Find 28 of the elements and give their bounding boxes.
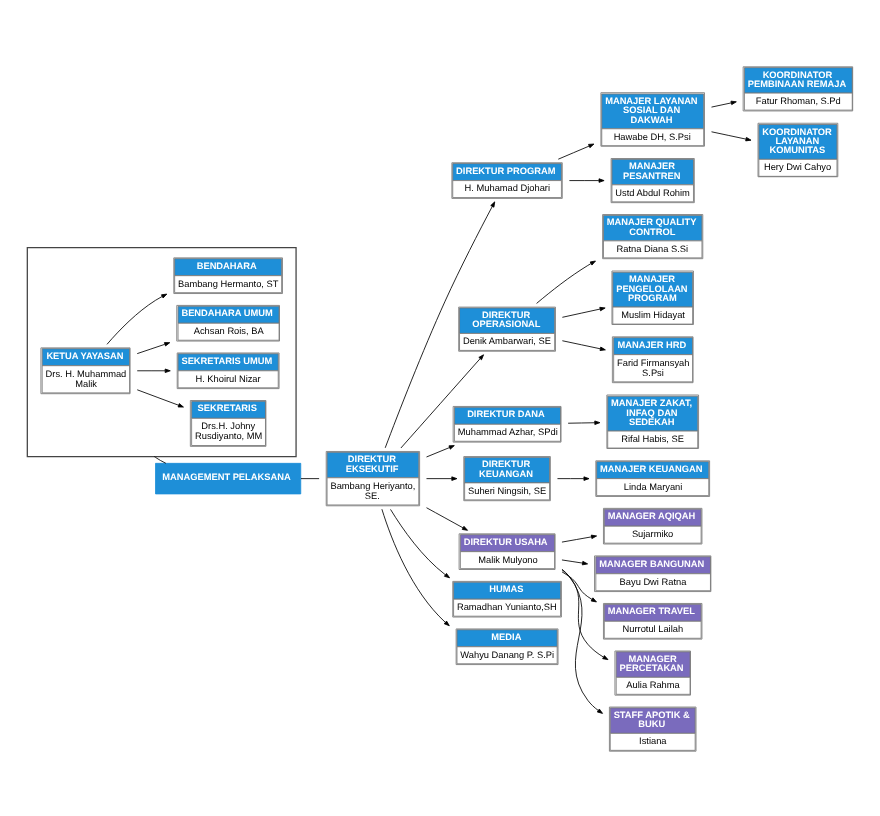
arrow	[711, 130, 752, 141]
arrow	[561, 558, 589, 565]
arrow	[426, 506, 468, 530]
arrow	[557, 142, 595, 159]
arrow	[561, 339, 606, 350]
arrow	[561, 568, 609, 660]
arrow	[426, 475, 458, 480]
arrow	[136, 341, 171, 354]
arrow	[561, 533, 598, 542]
cluster	[26, 246, 297, 457]
arrow	[557, 475, 590, 480]
arrow	[536, 259, 596, 303]
arrow	[400, 353, 484, 448]
connector	[153, 455, 167, 463]
arrow	[136, 388, 184, 407]
arrow	[136, 367, 171, 372]
arrow	[381, 507, 450, 626]
connector	[300, 477, 320, 479]
arrow	[106, 292, 168, 344]
arrow	[384, 200, 496, 448]
arrow	[561, 567, 603, 713]
arrow	[390, 507, 451, 578]
arrow	[561, 305, 606, 317]
arrow	[426, 444, 455, 457]
arrow	[567, 419, 601, 424]
arrow	[561, 570, 597, 602]
arrow	[568, 177, 605, 182]
arrow	[711, 99, 737, 107]
